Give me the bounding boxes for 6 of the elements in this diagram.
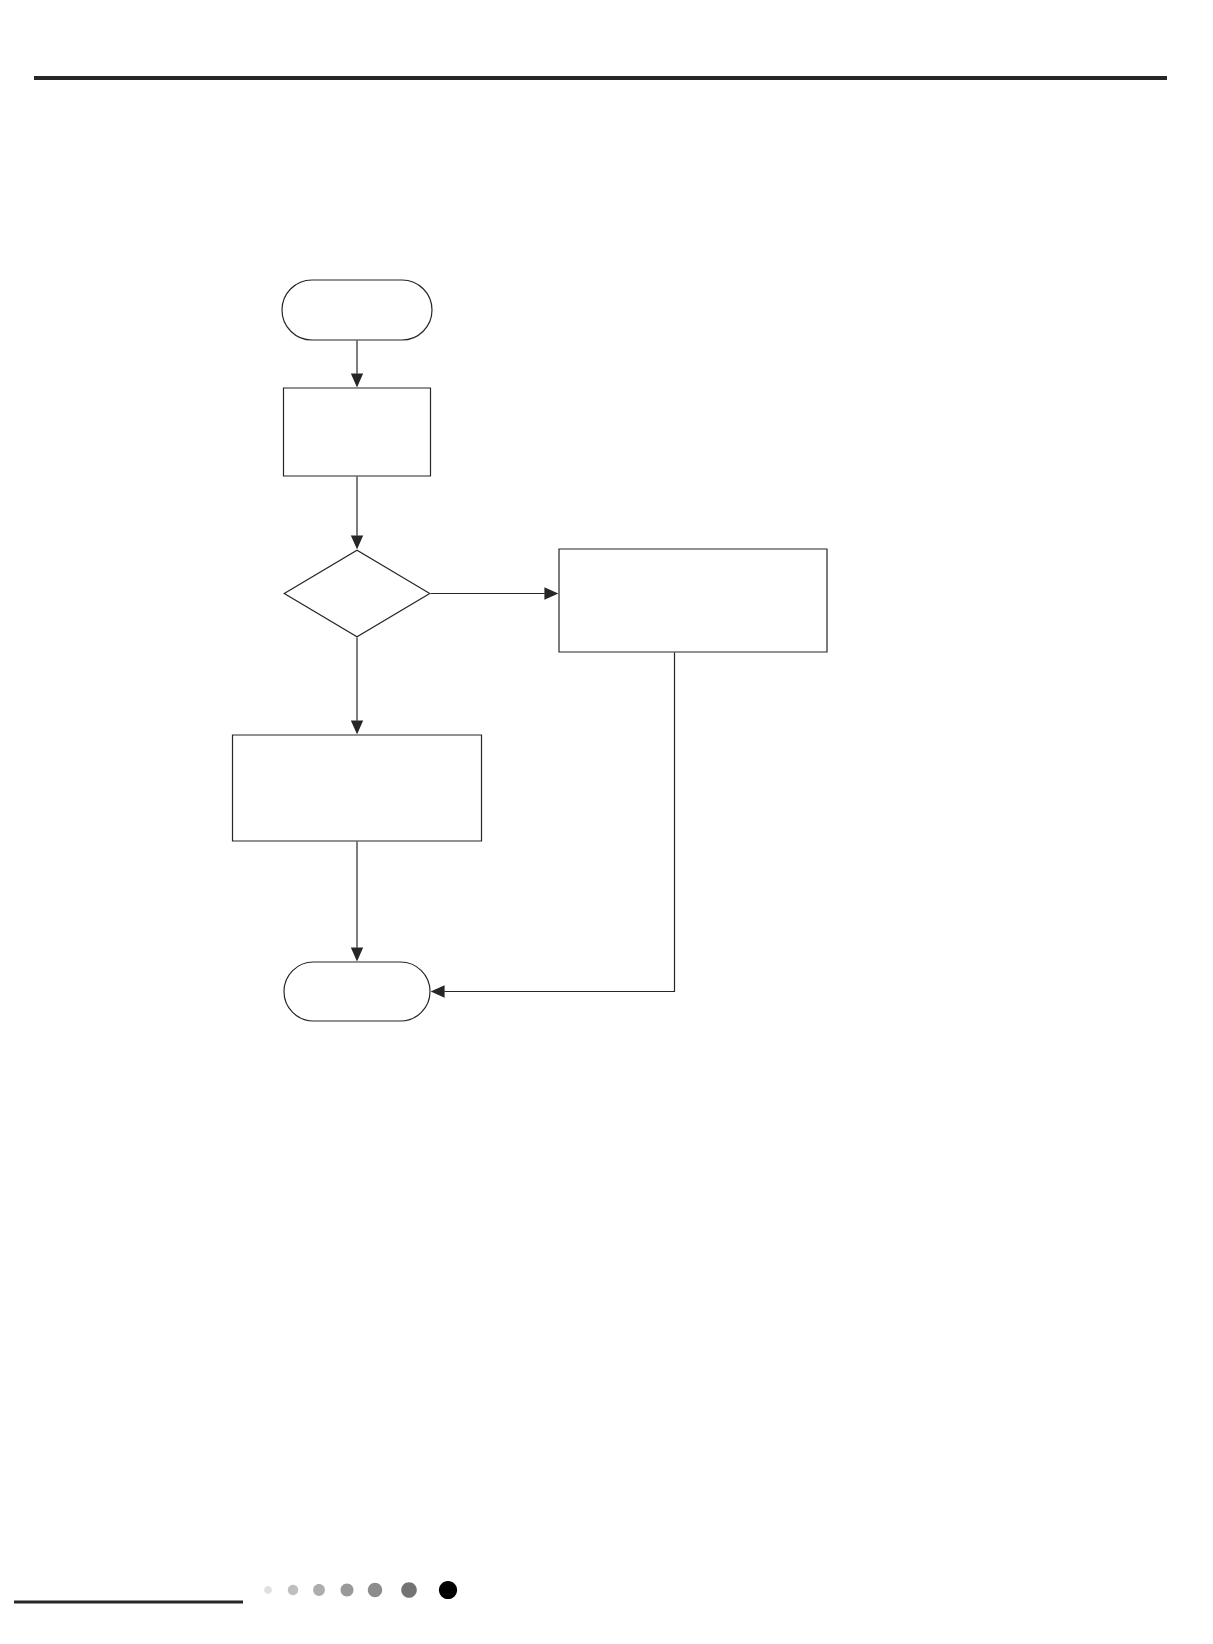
process-box <box>558 548 828 653</box>
process-box <box>282 387 432 477</box>
terminal-pill <box>283 961 431 1022</box>
process-box <box>231 734 483 842</box>
terminal-pill <box>281 279 433 341</box>
decision-diamond <box>283 549 431 638</box>
